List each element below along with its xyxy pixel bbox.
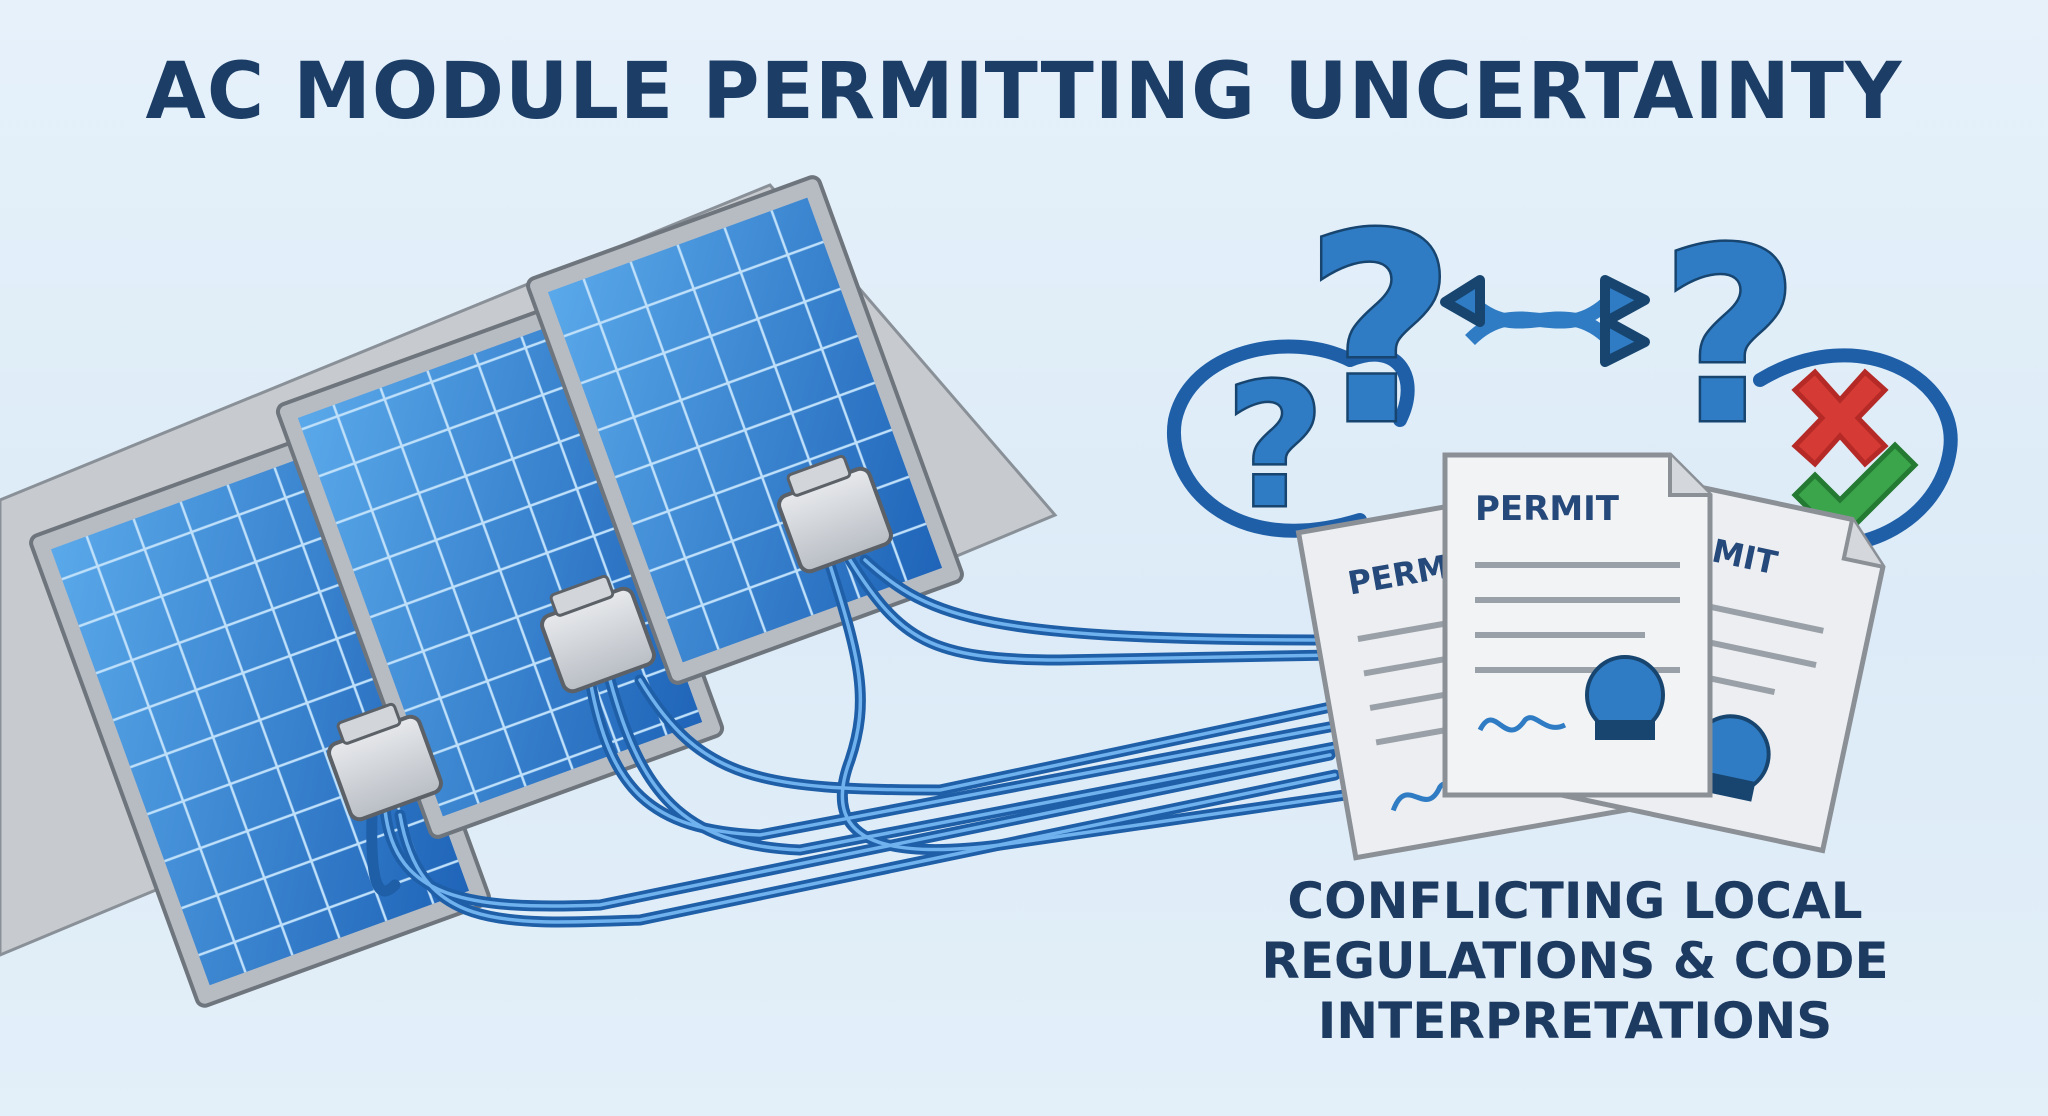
microinverter-box [327,702,443,822]
caption-line-3: INTERPRETATIONS [1318,992,1833,1050]
permit-document: PERMIT [1442,452,1713,798]
page-title: AC MODULE PERMITTING UNCERTAINTY [146,47,1903,137]
caption-line-2: REGULATIONS & CODE [1261,932,1888,990]
permit-title: PERMIT [1475,489,1620,529]
cable-highlight [383,558,1347,924]
question-mark-icon: ? [1660,197,1799,477]
caption-line-1: CONFLICTING LOCAL [1287,872,1862,930]
crossing-arrows-icon [1440,275,1650,367]
question-mark-icon: ? [1305,180,1456,482]
question-mark-icon: ? [1226,348,1325,546]
microinverter-box [777,454,893,574]
microinverter-box [540,574,656,694]
red-x-icon [1791,368,1889,468]
